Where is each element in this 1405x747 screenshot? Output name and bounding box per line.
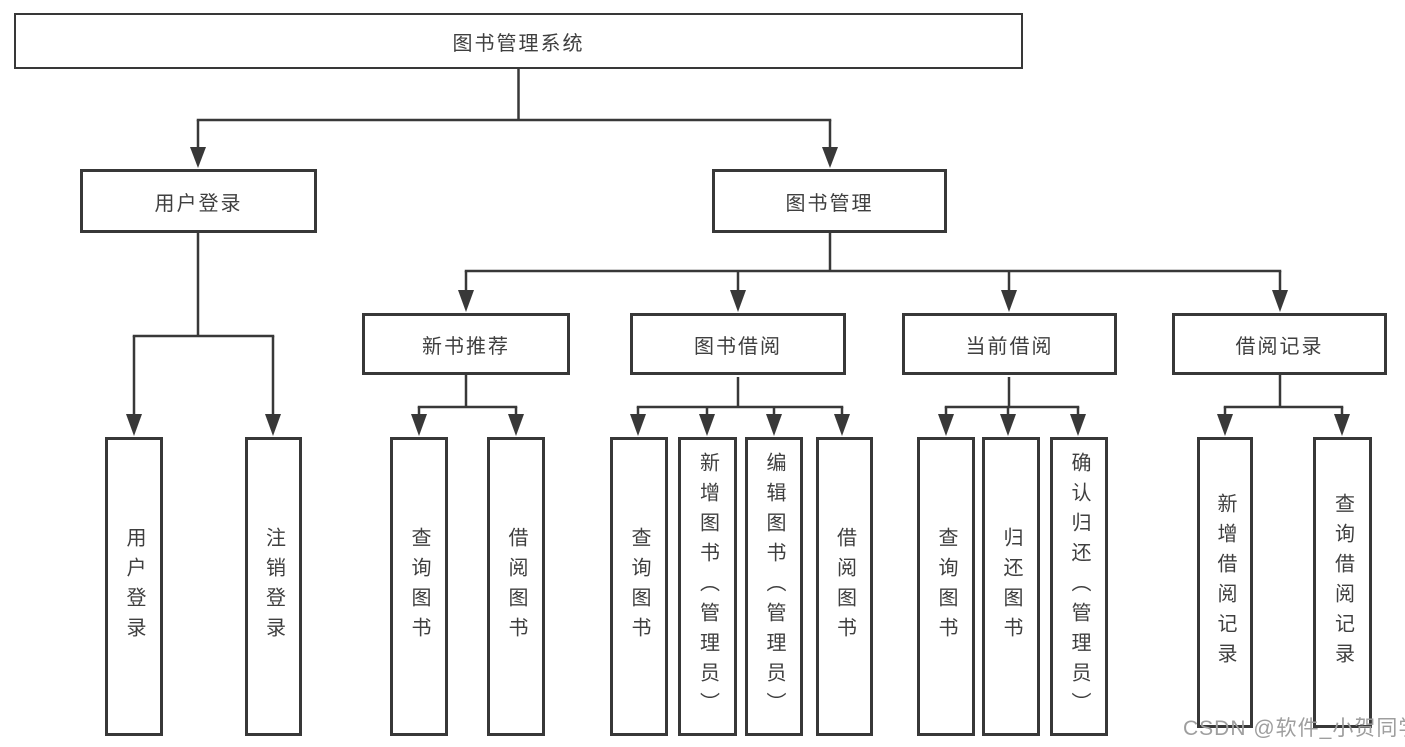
node-book-management: 图书管理	[712, 169, 947, 233]
node-current-borrow: 当前借阅	[902, 313, 1117, 375]
node-library-management-system: 图书管理系统	[14, 13, 1023, 69]
watermark: CSDN @软件_小贺同学	[1183, 717, 1405, 740]
connector-book-borrow-children	[630, 377, 850, 436]
leaf-borrow-books: 借阅图书	[816, 437, 873, 736]
leaf-query-books-recommend: 查询图书	[390, 437, 448, 736]
connector-new-book-recommend-children	[411, 375, 524, 436]
leaf-add-borrow-record: 新增借阅记录	[1197, 437, 1253, 728]
connector-root-to-level2	[190, 69, 838, 168]
leaf-borrow-books-recommend: 借阅图书	[487, 437, 545, 736]
leaf-add-books-admin: 新增图书（管理员）	[678, 437, 737, 736]
leaf-return-books: 归还图书	[982, 437, 1040, 736]
node-user-login: 用户登录	[80, 169, 317, 233]
node-borrow-records: 借阅记录	[1172, 313, 1387, 375]
leaf-query-borrow-record: 查询借阅记录	[1313, 437, 1372, 728]
leaf-logout: 注销登录	[245, 437, 302, 736]
node-book-borrow: 图书借阅	[630, 313, 846, 375]
leaf-confirm-return-admin: 确认归还（管理员）	[1050, 437, 1108, 736]
connector-user-login-children	[126, 233, 281, 436]
leaf-query-books-current: 查询图书	[917, 437, 975, 736]
leaf-query-books-borrow: 查询图书	[610, 437, 668, 736]
leaf-edit-books-admin: 编辑图书（管理员）	[745, 437, 803, 736]
connector-book-management-children	[458, 233, 1288, 312]
node-new-book-recommend: 新书推荐	[362, 313, 570, 375]
connector-current-borrow-children	[938, 377, 1086, 436]
leaf-user-login: 用户登录	[105, 437, 163, 736]
connector-borrow-records-children	[1217, 375, 1350, 436]
